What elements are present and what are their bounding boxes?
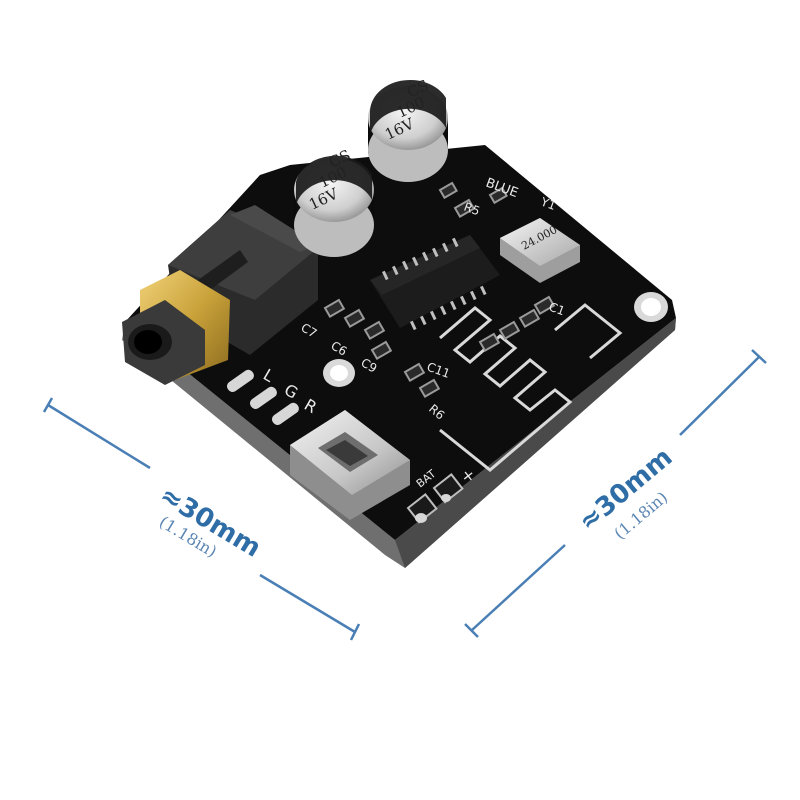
label-c9: C9 [359,355,380,375]
label-y1: Y1 [538,194,558,213]
micro-usb-port [290,410,410,520]
dim-right-tick-end [464,623,479,638]
mounting-hole-right [634,292,668,322]
dim-left-line-a [47,403,151,470]
label-c6: C6 [329,338,350,358]
audio-jack [122,205,318,385]
capacitor-left: CS 100 16V [294,146,374,257]
audio-pads [226,369,299,426]
main-ic-chip [370,235,500,331]
battery-pads [406,473,464,524]
mounting-hole-center [323,359,355,387]
pcb-edge-right [395,318,676,568]
crystal-oscillator: 24.000 [500,218,580,283]
label-r5: R5 [462,200,482,219]
pcb-antenna [439,303,623,472]
dimension-left [42,397,361,641]
smd-components [323,181,556,399]
dimension-right [464,349,767,638]
dim-left-tick-end [349,623,361,641]
dim-left-line-b [259,573,356,634]
label-c7: C7 [299,320,320,340]
dim-right-line-b [471,544,566,631]
capacitor-right: CS 100 16V [368,76,448,182]
label-c1: C1 [547,300,567,319]
dim-right-line-a [679,355,761,436]
